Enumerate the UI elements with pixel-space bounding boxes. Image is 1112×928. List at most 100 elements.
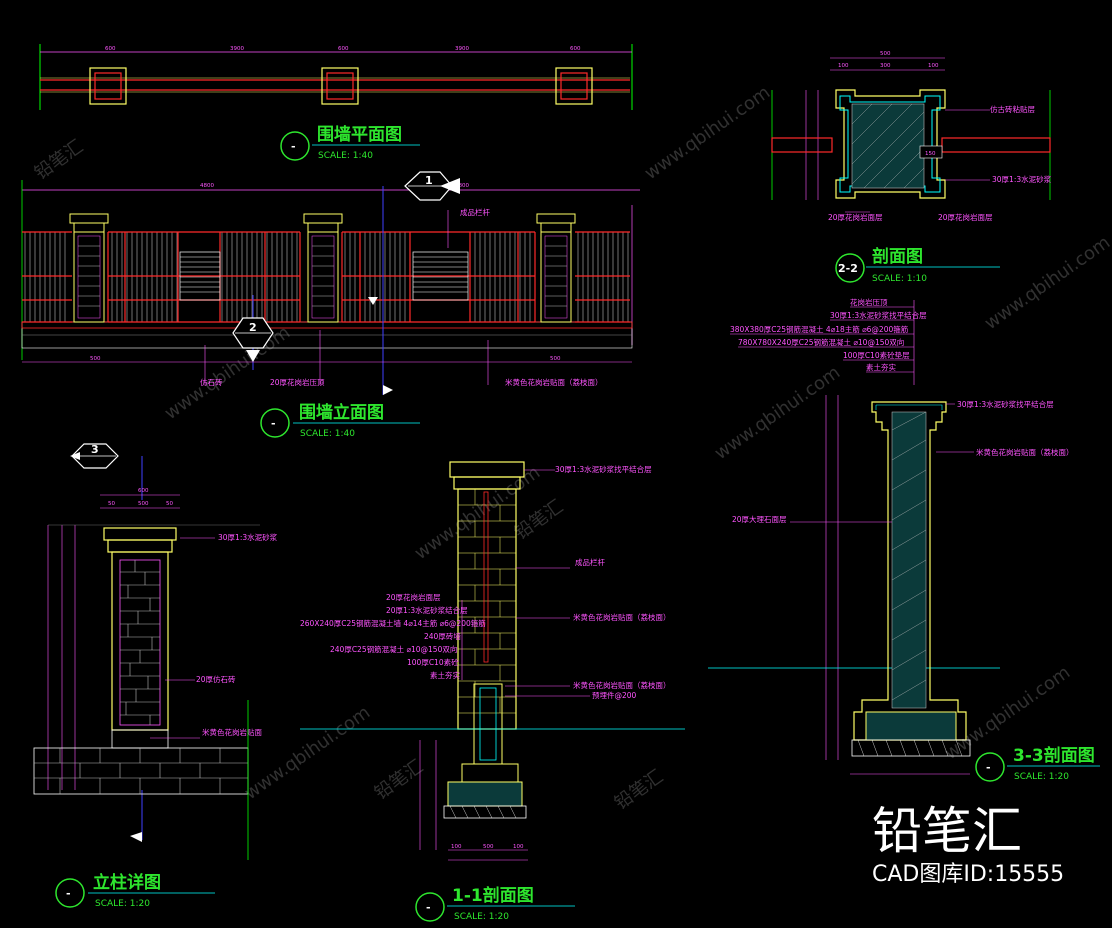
- section33-scale: SCALE: 1:20: [1014, 772, 1069, 782]
- section33-note: 30厚1:3水泥砂浆找平结合层: [957, 399, 1054, 409]
- plan-scale: SCALE: 1:40: [318, 151, 373, 161]
- plan-view: 600 3900 600 3900 600 - 围墙平面图 SCALE: 1:4…: [39, 44, 633, 161]
- branding: 铅笔汇 CAD图库ID:15555: [872, 802, 1064, 887]
- elevation-callout-1: 1: [425, 174, 433, 187]
- elevation-pillar: [69, 213, 109, 323]
- watermark-layer: www.qbihui.com www.qbihui.com www.qbihui…: [31, 82, 1112, 814]
- elevation-top-dim: 4800: [200, 183, 214, 189]
- section33-note: 380X380厚C25钢筋混凝土 4⌀18主筋 ⌀6@200箍筋: [730, 324, 909, 334]
- section33-note: 花岗岩压顶: [850, 297, 888, 307]
- watermark: www.qbihui.com: [981, 232, 1112, 334]
- section33-note: 20厚大理石面层: [732, 514, 787, 524]
- section11-note: 20厚1:3水泥砂浆结合层: [386, 605, 468, 615]
- column-detail: 3 600 50 500 50 30厚1:3水泥砂浆 20厚仿石砖 米黄色花岗岩…: [33, 443, 278, 909]
- plan-tag-circle: [280, 131, 310, 161]
- watermark-cn: 铅笔汇: [511, 496, 567, 544]
- section11-note: 米黄色花岗岩贴面（荔枝面）: [573, 680, 671, 690]
- column-scale: SCALE: 1:20: [95, 899, 150, 909]
- section11-note: 30厚1:3水泥砂浆找平结合层: [555, 464, 652, 474]
- plan-tag: -: [291, 140, 296, 153]
- plan-dim: 600: [105, 46, 116, 52]
- watermark: www.qbihui.com: [241, 702, 374, 804]
- section11-scale: SCALE: 1:20: [454, 912, 509, 922]
- section22-dim: 300: [880, 63, 891, 69]
- section22-tag-circle: [835, 253, 865, 283]
- section22-note: 20厚花岗岩面层: [938, 212, 993, 222]
- section33-note: 米黄色花岗岩贴面（荔枝面）: [976, 447, 1074, 457]
- column-note: 20厚仿石砖: [196, 674, 236, 684]
- section22-note: 仿古砖粘贴层: [990, 104, 1035, 114]
- column-callout: 3: [91, 443, 99, 456]
- section22-dim: 500: [880, 51, 891, 57]
- section33-top-notes: 花岗岩压顶 30厚1:3水泥砂浆找平结合层 380X380厚C25钢筋混凝土 4…: [730, 297, 927, 373]
- elevation-note: 米黄色花岗岩贴面（荔枝面）: [505, 377, 603, 387]
- section-1-1: 100 500 100 30厚1:3水泥砂浆找平结合层 成品栏杆 米黄色花岗岩贴…: [300, 461, 685, 922]
- column-tag: -: [66, 887, 71, 900]
- plan-title: 围墙平面图: [317, 124, 402, 145]
- elevation-tag-circle: [260, 408, 290, 438]
- section33-title: 3-3剖面图: [1013, 745, 1095, 766]
- section-3-3: 花岗岩压顶 30厚1:3水泥砂浆找平结合层 380X380厚C25钢筋混凝土 4…: [708, 297, 1100, 782]
- section11-dim: 100: [513, 844, 524, 850]
- section11-note: 20厚花岗岩面层: [386, 592, 441, 602]
- column-dim: 50: [166, 501, 173, 507]
- section11-note: 预埋件@200: [592, 690, 637, 700]
- watermark-cn: 铅笔汇: [611, 766, 667, 814]
- section22-dim: 100: [928, 63, 939, 69]
- section-2-2: 500 100 300 100 150 仿古砖粘贴层 30厚1:3水泥砂浆 20…: [771, 51, 1052, 284]
- column-title: 立柱详图: [93, 872, 161, 893]
- section22-note: 20厚花岗岩面层: [828, 212, 883, 222]
- elevation-bottom-dim: 500: [550, 356, 561, 362]
- section22-dim: 100: [838, 63, 849, 69]
- elevation-view: 4800 4800: [21, 171, 640, 439]
- section33-tag-circle: [975, 752, 1005, 782]
- elevation-note: 20厚花岗岩压顶: [270, 377, 325, 387]
- section11-tag: -: [426, 901, 431, 914]
- plan-dim: 600: [338, 46, 349, 52]
- section11-title: 1-1剖面图: [452, 885, 534, 906]
- section11-note: 100厚C10素砼: [407, 657, 459, 667]
- section22-title: 剖面图: [872, 246, 923, 267]
- section11-note: 240厚砖墙: [424, 631, 461, 641]
- section22-tag: 2-2: [838, 262, 858, 275]
- elevation-bottom-dim: 500: [90, 356, 101, 362]
- elevation-pillar: [536, 213, 576, 323]
- section11-layer-notes: 20厚花岗岩面层 20厚1:3水泥砂浆结合层 260X240厚C25钢筋混凝土墙…: [300, 592, 486, 680]
- watermark: www.qbihui.com: [641, 82, 774, 184]
- plan-dim: 3900: [230, 46, 244, 52]
- elevation-title: 围墙立面图: [299, 402, 384, 423]
- section11-dim: 500: [483, 844, 494, 850]
- cad-library-id: CAD图库ID:15555: [872, 862, 1064, 887]
- watermark-cn: 铅笔汇: [31, 136, 87, 184]
- elevation-tag: -: [271, 417, 276, 430]
- elevation-note: 成品栏杆: [460, 207, 490, 217]
- section11-note: 素土夯实: [430, 670, 460, 680]
- section33-note: 30厚1:3水泥砂浆找平结合层: [830, 310, 927, 320]
- plan-dim: 600: [570, 46, 581, 52]
- section22-note: 30厚1:3水泥砂浆: [992, 174, 1052, 184]
- column-dim: 50: [108, 501, 115, 507]
- watermark: www.qbihui.com: [711, 362, 844, 464]
- section22-scale: SCALE: 1:10: [872, 274, 927, 284]
- section11-note: 成品栏杆: [575, 557, 605, 567]
- elevation-scale: SCALE: 1:40: [300, 429, 355, 439]
- section33-tag: -: [986, 761, 991, 774]
- section11-note: 260X240厚C25钢筋混凝土墙 4⌀14主筋 ⌀6@200箍筋: [300, 618, 486, 628]
- plan-dim: 3900: [455, 46, 469, 52]
- logo: 铅笔汇: [872, 802, 1022, 860]
- section33-note: 100厚C10素砼垫层: [843, 350, 910, 360]
- section11-note: 240厚C25钢筋混凝土 ⌀10@150双向: [330, 644, 457, 654]
- elevation-pillar: [303, 213, 343, 323]
- column-dim: 600: [138, 488, 149, 494]
- column-tag-circle: [55, 878, 85, 908]
- column-note: 米黄色花岗岩贴面: [202, 727, 262, 737]
- section11-dim: 100: [451, 844, 462, 850]
- elevation-callout-2: 2: [249, 321, 257, 334]
- column-dim: 500: [138, 501, 149, 507]
- column-note: 30厚1:3水泥砂浆: [218, 532, 278, 542]
- section11-tag-circle: [415, 892, 445, 922]
- section33-note: 素土夯实: [866, 362, 896, 372]
- elevation-top-dim: 4800: [455, 183, 469, 189]
- section22-callout: 150: [925, 151, 936, 157]
